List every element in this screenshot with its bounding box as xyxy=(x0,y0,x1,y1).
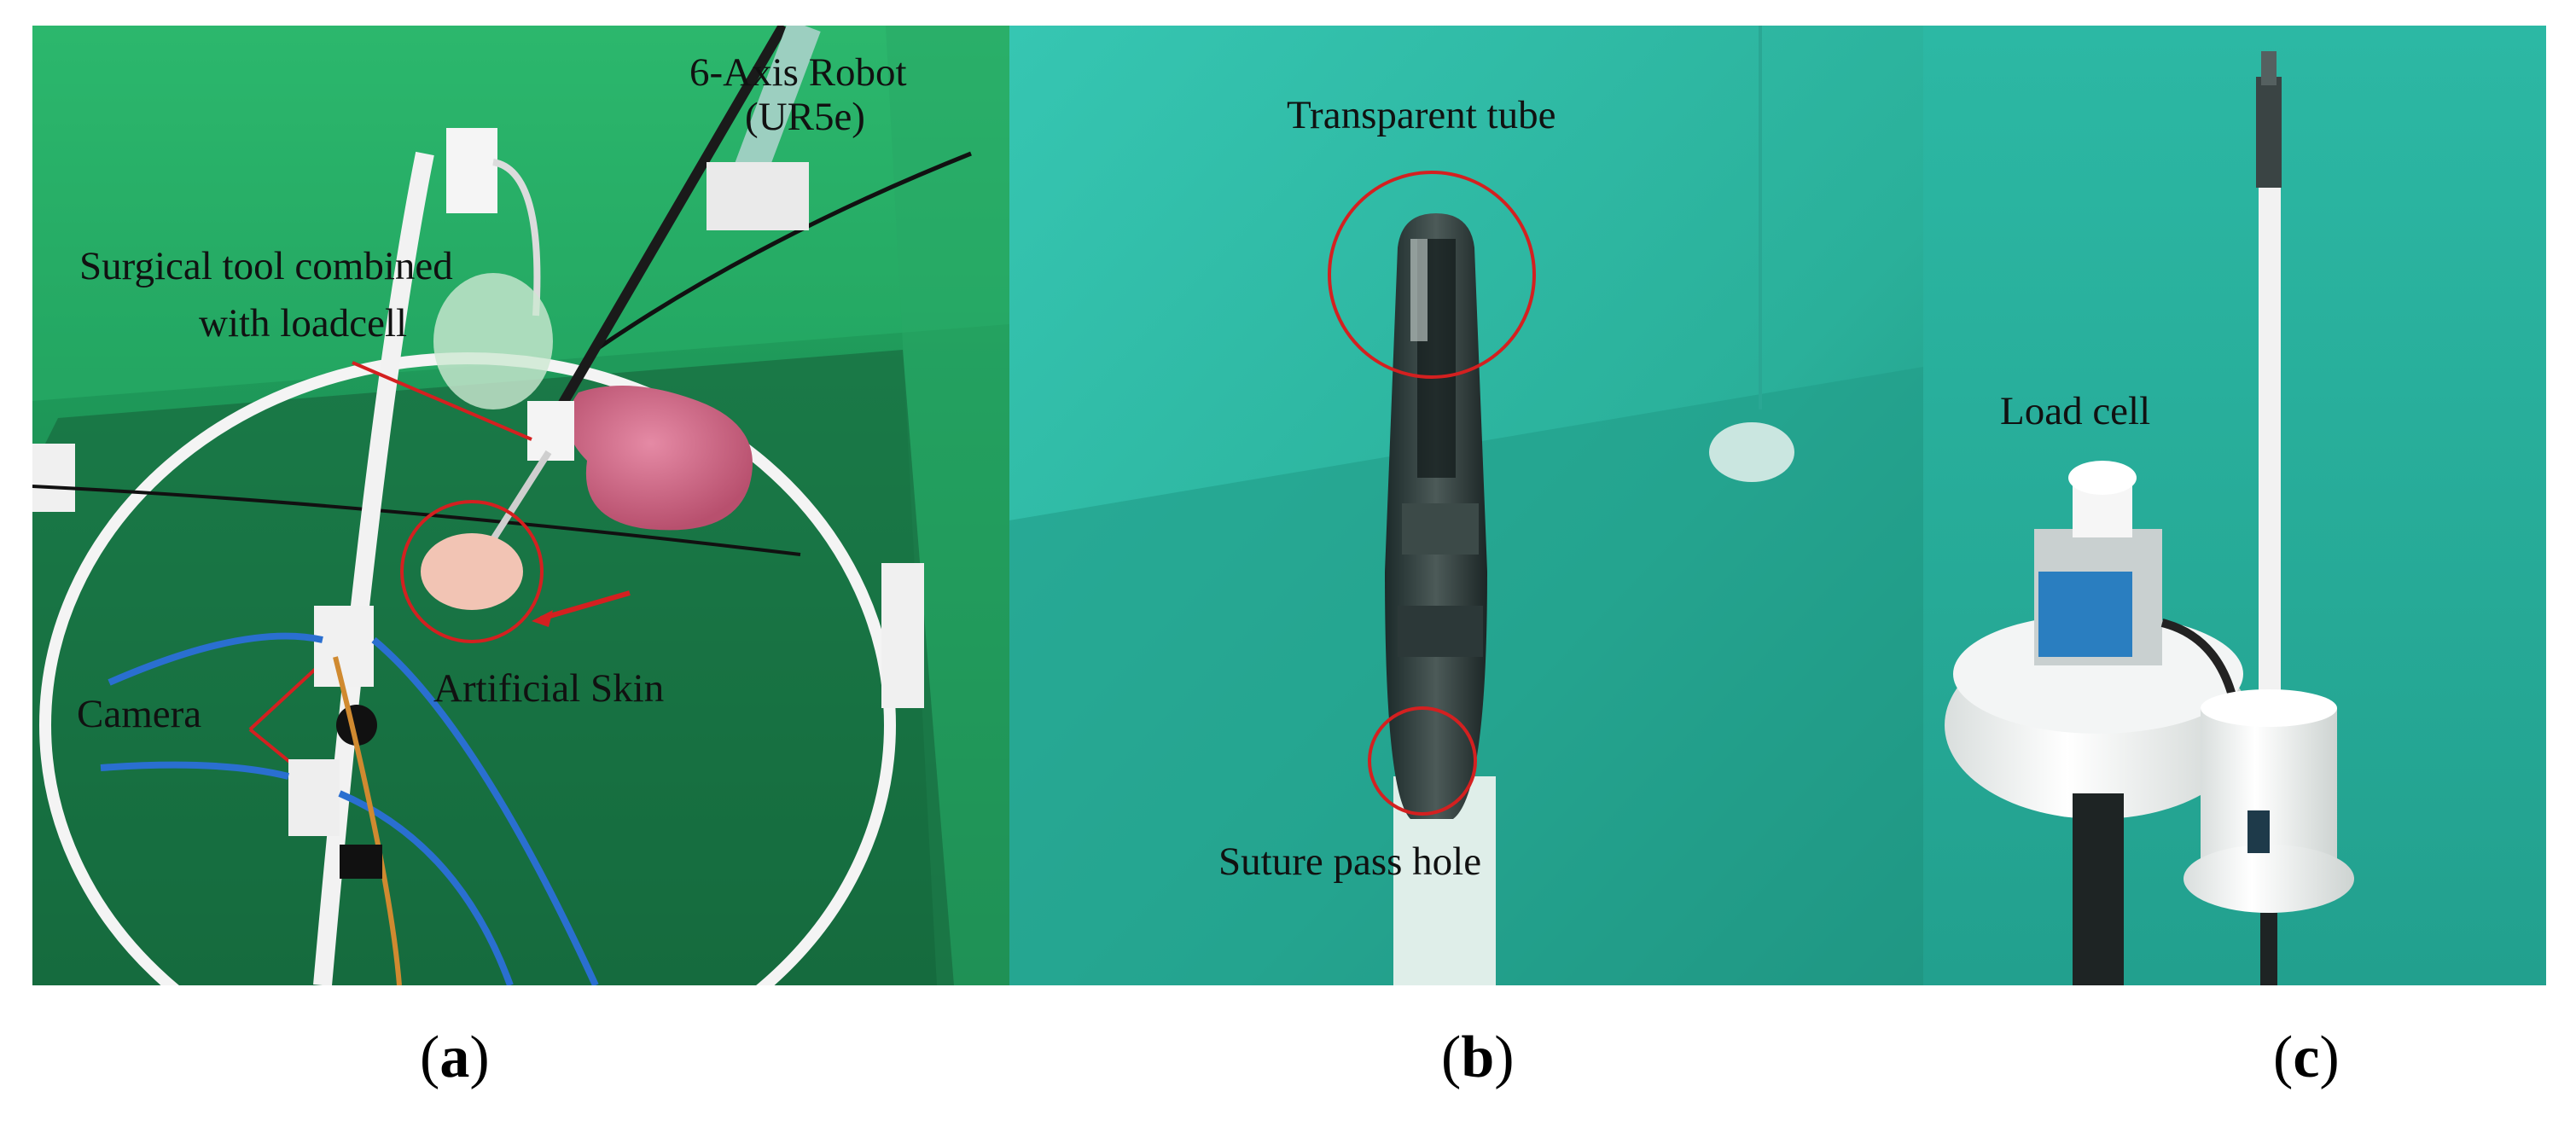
label-robot-line1: 6-Axis Robot xyxy=(689,50,907,95)
caption-c-letter: c xyxy=(2293,1025,2320,1090)
photo-panel-c: Load cell xyxy=(1923,26,2546,985)
photo-gripper-closeup xyxy=(1009,26,1923,985)
label-artificial-skin: Artificial Skin xyxy=(433,666,665,711)
caption-a: (a) xyxy=(420,1025,490,1090)
label-transparent-tube: Transparent tube xyxy=(1287,93,1556,137)
caption-b-letter: b xyxy=(1461,1025,1495,1090)
label-suture-pass-hole: Suture pass hole xyxy=(1218,839,1482,884)
photo-robot-setup xyxy=(32,26,1009,985)
label-robot-line2: (UR5e) xyxy=(745,95,865,139)
label-tool-line1: Surgical tool combined xyxy=(79,244,453,288)
label-tool-line2: with loadcell xyxy=(199,301,408,346)
label-load-cell: Load cell xyxy=(2000,389,2151,433)
label-camera: Camera xyxy=(77,692,202,736)
caption-a-letter: a xyxy=(439,1025,470,1090)
caption-b: (b) xyxy=(1441,1025,1515,1090)
caption-c: (c) xyxy=(2273,1025,2340,1090)
photo-panel-a: 6-Axis Robot (UR5e) Surgical tool combin… xyxy=(32,26,1009,985)
photo-panel-b: Transparent tube Suture pass hole xyxy=(1009,26,1923,985)
photo-load-cell xyxy=(1923,26,2546,985)
